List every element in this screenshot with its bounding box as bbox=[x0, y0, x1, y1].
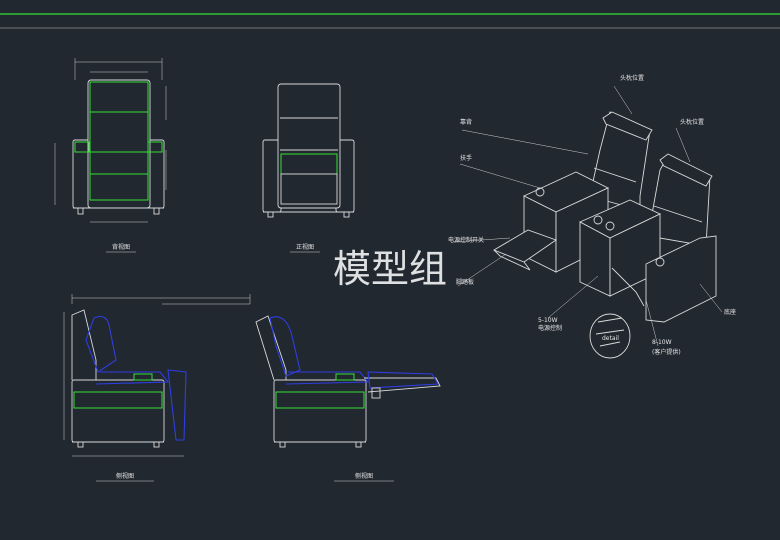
callout-armrest: 扶手 bbox=[460, 154, 472, 162]
callout-detail: detail bbox=[602, 335, 619, 342]
callout-backrest: 靠背 bbox=[460, 118, 472, 126]
chair-back-view: 背视图 bbox=[54, 58, 167, 253]
chair-side-view: 侧视图 bbox=[63, 294, 251, 482]
callout-control-switch: 电源控制开关 bbox=[448, 236, 484, 244]
callout-headrest-2: 头枕位置 bbox=[680, 118, 704, 126]
side-view-caption: 侧视图 bbox=[116, 472, 134, 480]
callout-footrest: 脚踏板 bbox=[456, 278, 474, 286]
callout-power-sub: (客户提供) bbox=[652, 348, 681, 356]
callout-motor-sub: 电源控制 bbox=[538, 324, 562, 332]
reclined-view-caption: 侧视图 bbox=[355, 472, 373, 480]
watermark-text: 模型组 bbox=[333, 247, 447, 291]
chair-isometric-view bbox=[492, 111, 717, 359]
callout-base: 底座 bbox=[724, 308, 736, 316]
callout-headrest: 头枕位置 bbox=[620, 74, 644, 82]
chair-side-view-reclined: 侧视图 bbox=[255, 315, 441, 482]
callout-motor: 5-10W bbox=[538, 317, 558, 324]
front-view-caption: 正视图 bbox=[296, 243, 314, 251]
callout-power: 8-10W bbox=[652, 339, 672, 346]
callout-leaders bbox=[453, 85, 723, 347]
chair-front-view: 正视图 bbox=[262, 83, 355, 253]
back-view-caption: 背视图 bbox=[112, 243, 130, 251]
